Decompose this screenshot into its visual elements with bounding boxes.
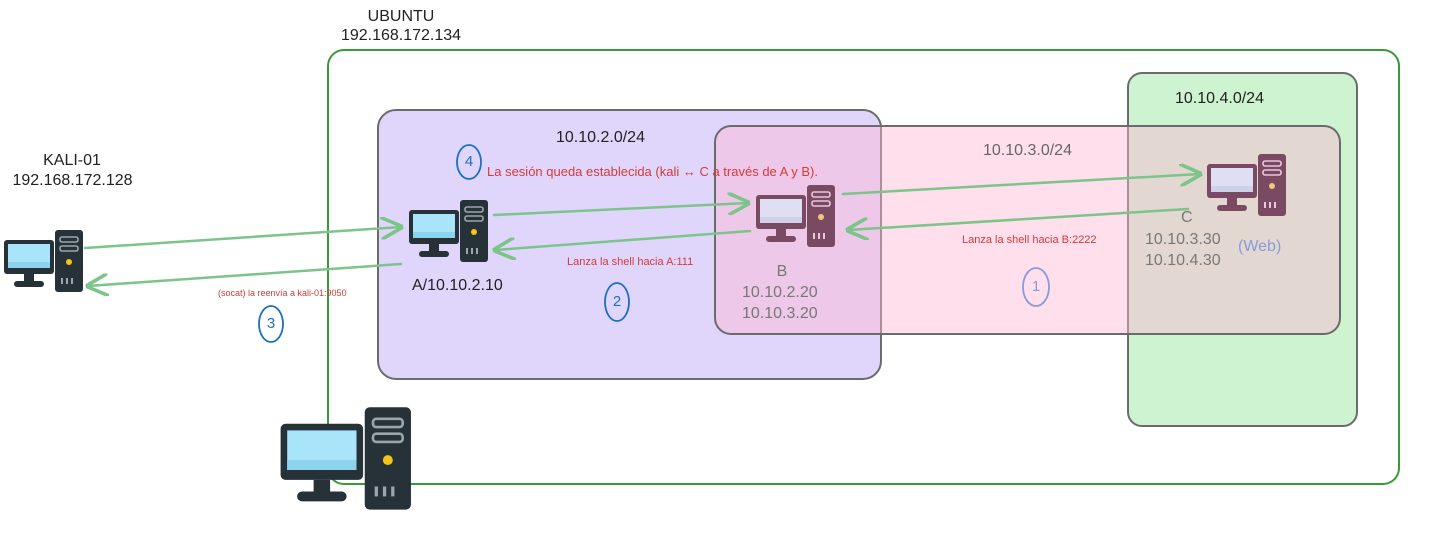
step-3-circle — [258, 305, 284, 343]
ubuntu-computer-icon — [279, 405, 413, 511]
network-10-10-4 — [1127, 72, 1358, 427]
kali-computer-icon — [3, 229, 84, 293]
ubuntu-ip: 192.168.172.134 — [340, 27, 462, 44]
host-c-ip2: 10.10.4.30 — [1145, 252, 1221, 269]
network-10-10-4-label: 10.10.4.0/24 — [1175, 90, 1264, 107]
arrow-a-to-kali — [88, 262, 403, 286]
arrow-kali-to-a — [83, 227, 401, 250]
arrows — [83, 174, 1200, 286]
host-c-name: C — [1181, 209, 1193, 226]
step-1-circle — [1022, 267, 1050, 307]
step-4-circle — [456, 144, 482, 180]
host-c-tag: (Web) — [1238, 238, 1282, 255]
ubuntu-name: UBUNTU — [367, 8, 435, 25]
step-2-circle — [604, 282, 630, 322]
step-4-number: 4 — [464, 153, 474, 170]
arrow-a-to-b — [492, 203, 748, 217]
arrow-c-to-b — [848, 207, 1190, 230]
host-b-ip1: 10.10.2.20 — [742, 284, 818, 301]
host-b-name: B — [776, 263, 788, 280]
step-3-text: (socat) la reenvía a kali-01:9050 — [218, 288, 347, 298]
kali-ip: 192.168.172.128 — [12, 172, 133, 189]
arrow-b-to-a — [495, 229, 752, 250]
step-1-number: 1 — [1031, 278, 1041, 295]
network-10-10-2-label: 10.10.2.0/24 — [556, 129, 645, 146]
network-10-10-3-label: 10.10.3.0/24 — [983, 142, 1072, 159]
step-2-text: Lanza la shell hacia A:111 — [567, 256, 694, 268]
step-4-text: La sesión queda establecida (kali ↔ C a … — [487, 164, 818, 179]
host-b-ip2: 10.10.3.20 — [742, 305, 818, 322]
kali-name: KALI-01 — [43, 152, 101, 169]
step-2-number: 2 — [612, 293, 622, 310]
host-c-ip1: 10.10.3.30 — [1145, 231, 1221, 248]
step-1-text: Lanza la shell hacia B:2222 — [962, 234, 1097, 246]
ubuntu-container — [327, 49, 1400, 485]
arrow-b-to-c — [841, 174, 1200, 196]
host-a-label: A/10.10.2.10 — [412, 277, 503, 294]
network-10-10-2 — [377, 109, 882, 380]
step-3-number: 3 — [266, 315, 276, 332]
